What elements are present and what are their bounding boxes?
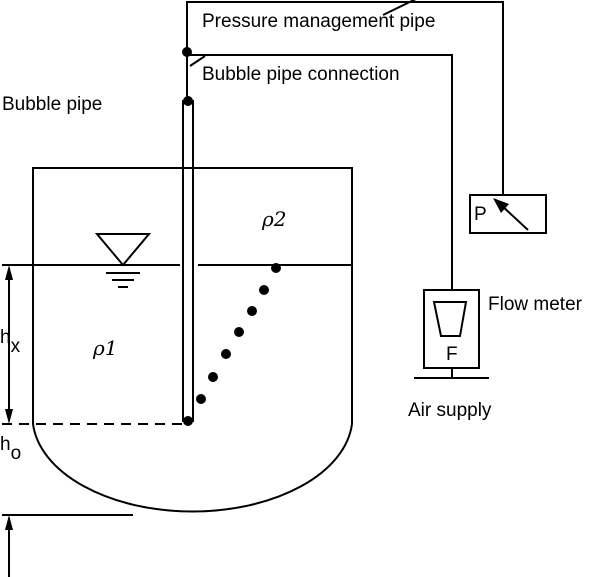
bubble-pipe-connection-label: Bubble pipe connection [202, 64, 400, 85]
flow-meter-letter-f: F [446, 344, 458, 365]
bubbles [196, 263, 281, 404]
pressure-gauge [469, 194, 547, 234]
flow-meter [414, 289, 489, 379]
flow-meter-label: Flow meter [488, 294, 583, 315]
air-supply-label: Air supply [408, 400, 492, 421]
gauge-letter-p: P [474, 204, 487, 225]
ho-label: ho [0, 434, 21, 464]
bubble-pipe-label: Bubble pipe [2, 94, 102, 115]
rho1-label: ρ1 [92, 336, 117, 360]
bubble-pipe [182, 96, 194, 426]
junction-dot [182, 47, 192, 57]
bubble-pipe-connection-line [187, 54, 453, 290]
hx-dimension-arrow [5, 265, 13, 424]
pressure-management-pipe-label: Pressure management pipe [202, 11, 435, 32]
pressure-label-leader [382, 0, 417, 16]
ho-dimension-arrow [2, 514, 133, 577]
hx-label: hx [0, 327, 21, 357]
rho2-label: ρ2 [261, 207, 286, 231]
water-level-icon [94, 233, 152, 288]
tank [32, 167, 353, 513]
connection-label-leader [189, 55, 206, 67]
